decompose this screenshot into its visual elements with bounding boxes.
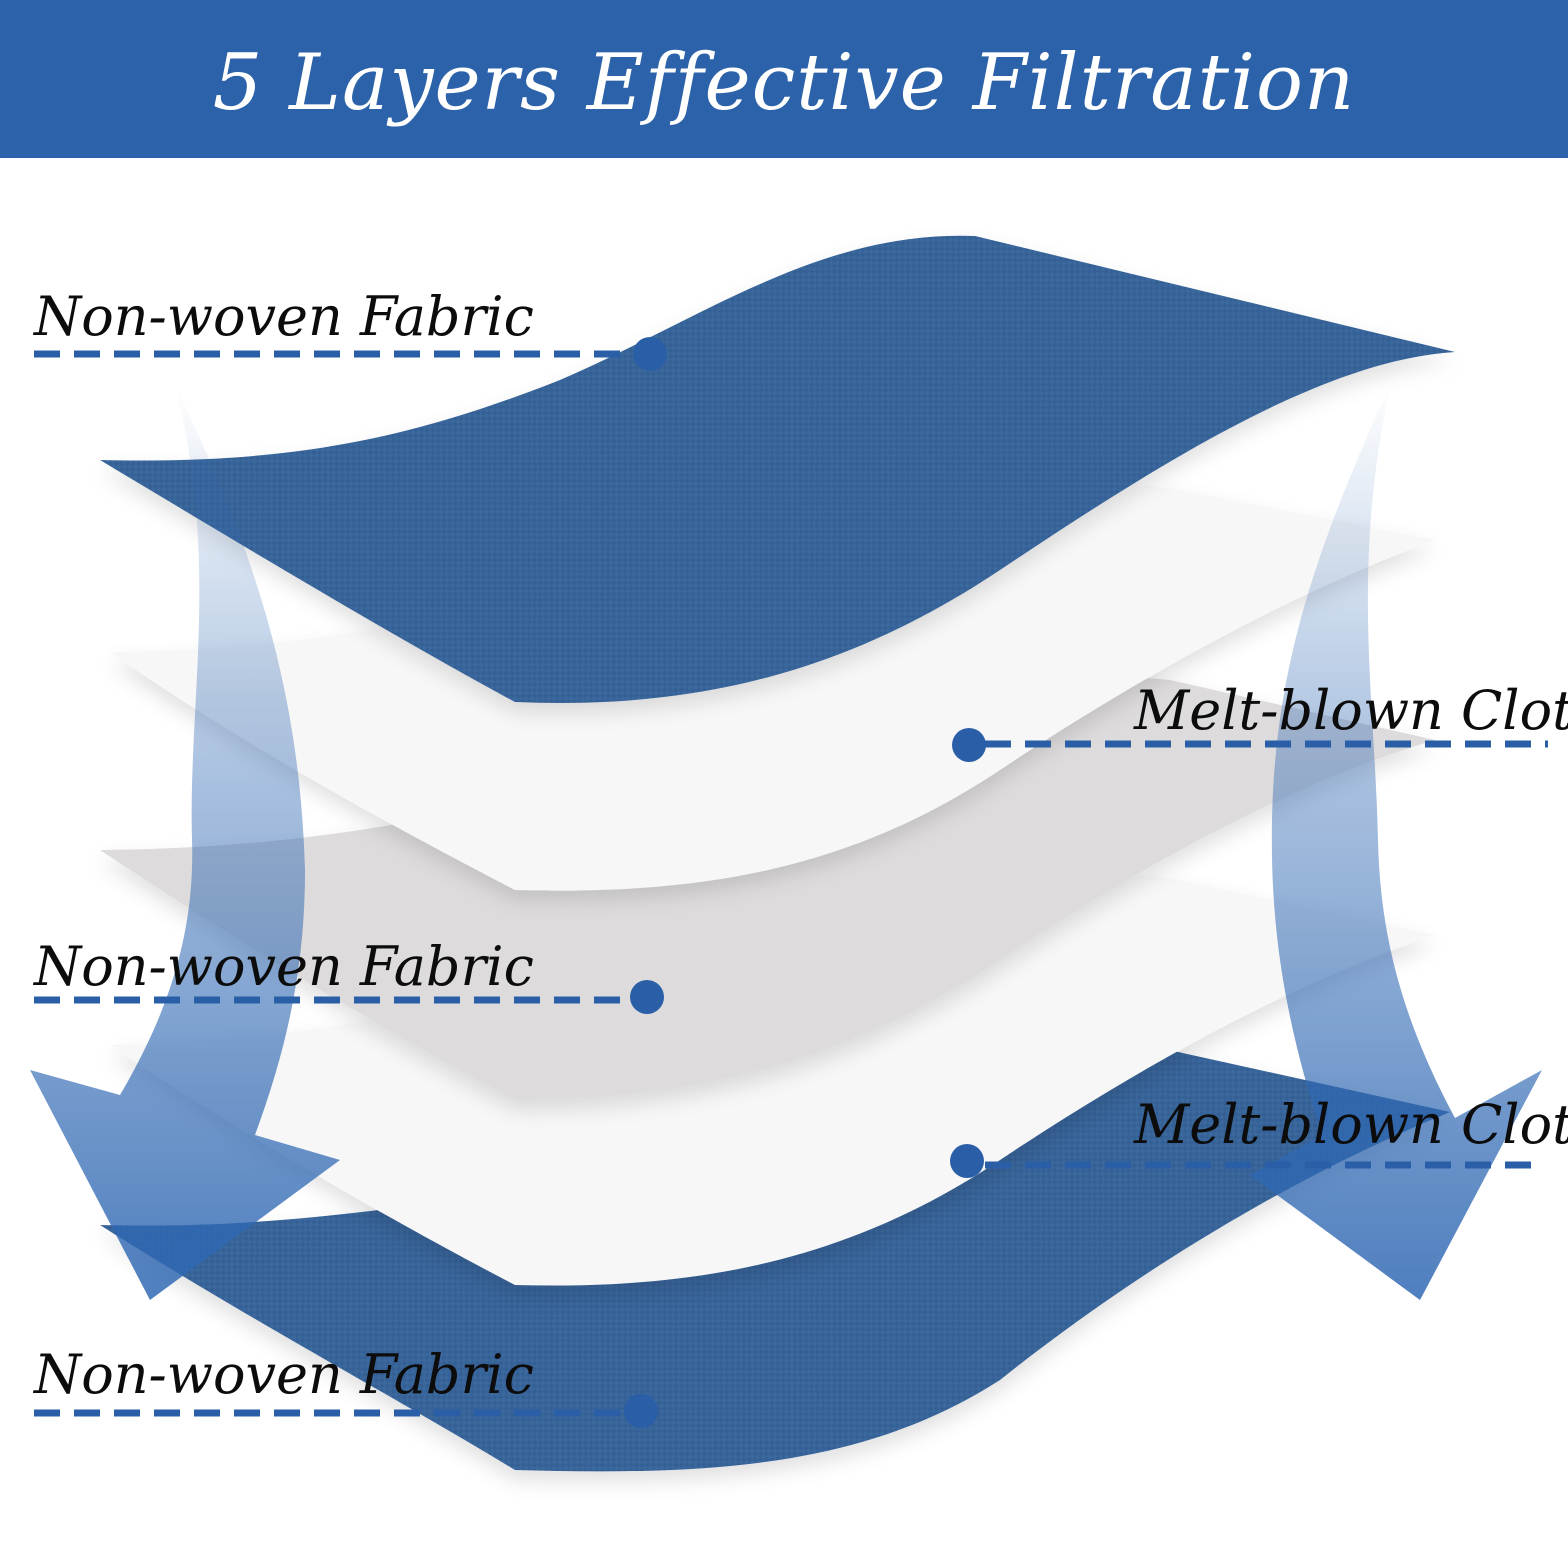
layer-2-sheet bbox=[110, 485, 1435, 891]
leader-dot-1 bbox=[633, 337, 667, 371]
layer-label-5: Non-woven Fabric bbox=[34, 1343, 534, 1406]
leader-dot-3 bbox=[630, 980, 664, 1014]
layer-label-3: Non-woven Fabric bbox=[34, 935, 534, 998]
layer-label-2: Melt-blown Cloth bbox=[1134, 679, 1568, 742]
leader-dot-5 bbox=[624, 1394, 658, 1428]
header-banner: 5 Layers Effective Filtration bbox=[0, 0, 1568, 158]
layer-label-1: Non-woven Fabric bbox=[34, 285, 534, 348]
layer-3-sheet bbox=[100, 677, 1435, 1100]
leader-dot-4 bbox=[950, 1144, 984, 1178]
left-flow-arrow bbox=[30, 385, 340, 1300]
page-title: 5 Layers Effective Filtration bbox=[212, 38, 1356, 128]
layer-label-4: Melt-blown Cloth bbox=[1134, 1093, 1568, 1156]
layer-1-sheet bbox=[100, 235, 1455, 703]
leader-dot-2 bbox=[952, 728, 986, 762]
layer-4-sheet bbox=[110, 875, 1435, 1286]
right-flow-arrow bbox=[1250, 380, 1542, 1300]
